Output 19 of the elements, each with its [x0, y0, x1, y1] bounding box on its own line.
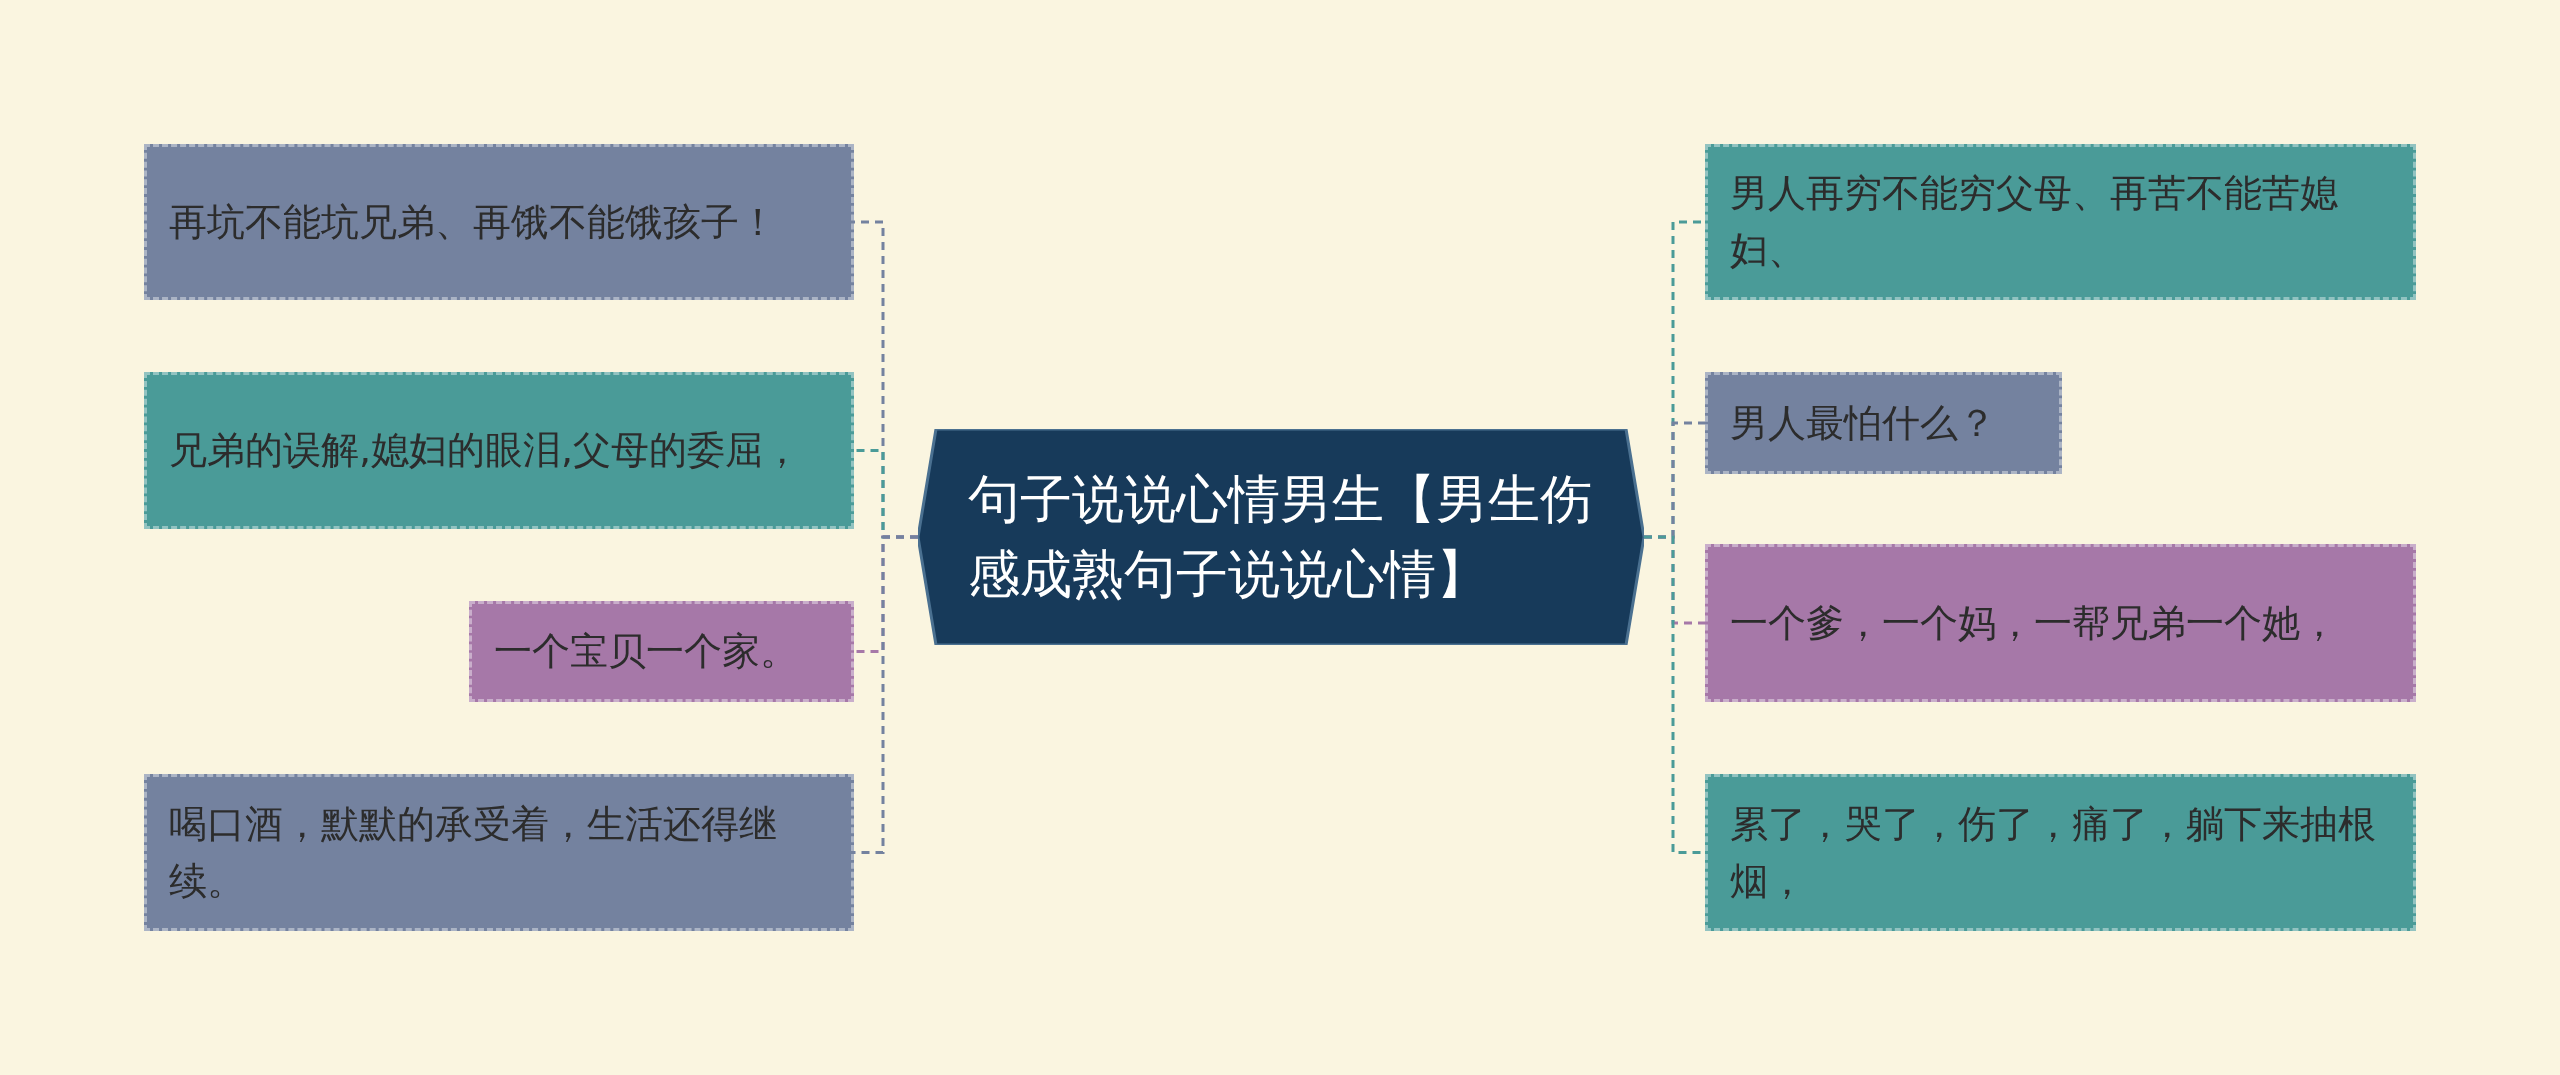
idea-text: 一个宝贝一个家。: [494, 628, 799, 675]
idea-box: [144, 372, 854, 529]
idea-text: 兄弟的误解,媳妇的眼泪,父母的委屈，: [169, 427, 803, 474]
idea-text: 喝口酒，默默的承受着，生活还得继续。: [169, 800, 778, 905]
idea-text: 男人最怕什么？: [1730, 399, 1997, 447]
idea-text: 一个爹，一个妈，一帮兄弟一个她，: [1730, 599, 2339, 647]
idea-box: [1705, 544, 2416, 702]
topic-hexagon: [918, 429, 1644, 645]
idea-box: [144, 144, 854, 300]
idea-box: [1705, 774, 2416, 931]
connector-line: [854, 535, 918, 854]
idea-text: 再坑不能坑兄弟、再饿不能饿孩子！: [169, 198, 778, 246]
idea-box: [469, 601, 854, 702]
idea-text: 累了，哭了，伤了，痛了，躺下来抽根烟，: [1730, 800, 2377, 905]
idea-box: [144, 774, 854, 931]
idea-box: [1705, 144, 2416, 300]
idea-text: 男人再穷不能穷父母、再苦不能苦媳妇、: [1730, 170, 2339, 274]
topic-text: 句子说说心情男生【男生伤感成熟句子说说心情】: [968, 467, 1593, 606]
idea-box: [1705, 372, 2062, 474]
